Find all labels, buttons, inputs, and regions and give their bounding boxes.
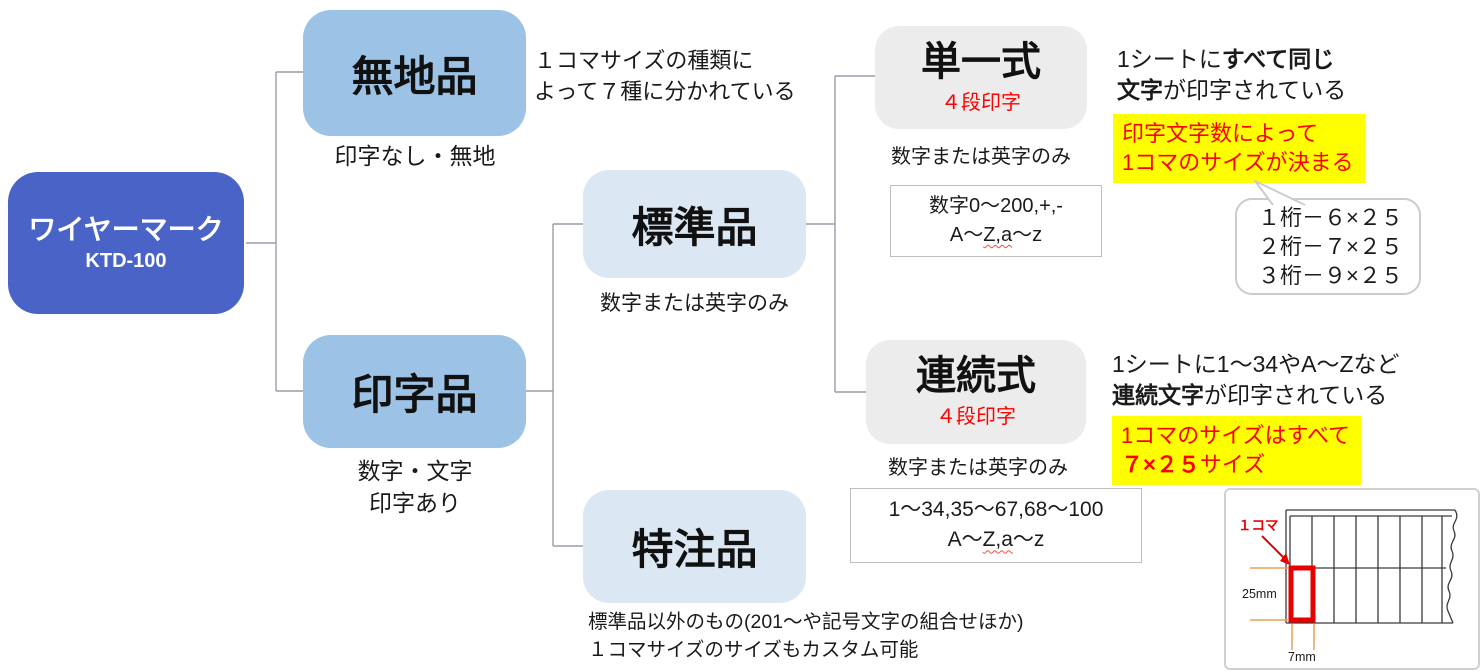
printed-caption: 数字・文字 印字あり — [357, 458, 473, 517]
node-single-label: 単一式 — [921, 39, 1041, 84]
custom-caption: 標準品以外のもの(201～や記号文字の組合せほか) １コマサイズのサイズもカスタ… — [588, 611, 1024, 662]
node-continuous-sublabel: ４段印字 — [936, 406, 1016, 428]
node-printed-product: 印字品 — [303, 335, 526, 448]
koma-arrow — [1261, 535, 1285, 559]
node-single-type: 単一式 ４段印字 — [875, 26, 1087, 129]
node-wiremark-root: ワイヤーマーク KTD-100 — [8, 172, 244, 314]
node-printed-label: 印字品 — [351, 371, 478, 418]
width-label: 7mm — [1288, 650, 1316, 664]
node-custom-product: 特注品 — [583, 490, 806, 603]
size-line-1: １桁－６×２５ — [1258, 204, 1403, 230]
single-highlight: 印字文字数によって 1コマのサイズが決まる — [1113, 114, 1365, 184]
plain-caption: 印字なし・無地 — [334, 143, 496, 169]
node-single-sublabel: ４段印字 — [941, 91, 1021, 114]
node-custom-label: 特注品 — [631, 526, 758, 573]
plain-note: １コマサイズの種類に よって７種に分かれている — [534, 48, 796, 104]
root-model: KTD-100 — [85, 249, 167, 272]
standard-caption: 数字または英字のみ — [600, 292, 789, 315]
figure-frame — [1224, 488, 1480, 670]
dimension-lines — [1250, 567, 1315, 650]
node-standard-product: 標準品 — [583, 170, 806, 278]
koma-label: １コマ — [1238, 518, 1279, 533]
koma-cell-highlight — [1288, 565, 1316, 623]
root-title: ワイヤーマーク — [28, 214, 224, 246]
node-continuous-label: 連続式 — [916, 354, 1036, 398]
height-label: 25mm — [1242, 587, 1277, 601]
continuous-charset-box: 1～34,35～67,68～100 A～Z,a～z — [850, 488, 1142, 563]
continuous-highlight: 1コマのサイズはすべて ７×２５サイズ — [1112, 416, 1362, 486]
node-standard-label: 標準品 — [631, 203, 758, 251]
single-caption: 数字または英字のみ — [891, 146, 1071, 168]
sheet-dimension-figure: １コマ 25mm 7mm — [1224, 488, 1480, 670]
size-callout-bubble: １桁－６×２５ ２桁－７×２５ ３桁－９×２５ — [1235, 198, 1421, 295]
node-plain-product: 無地品 — [303, 10, 526, 136]
bubble-tail — [1254, 180, 1306, 206]
node-continuous-type: 連続式 ４段印字 — [866, 340, 1086, 444]
node-plain-label: 無地品 — [351, 52, 478, 100]
continuous-caption: 数字または英字のみ — [888, 457, 1068, 479]
size-line-3: ３桁－９×２５ — [1258, 263, 1403, 289]
single-charset-box: 数字0～200,+,- A～Z,a～z — [890, 185, 1102, 257]
size-line-2: ２桁－７×２５ — [1258, 233, 1403, 259]
koma-arrowhead — [1280, 553, 1290, 565]
continuous-note: 1シートに1～34やA～Zなど 連続文字が印字されている — [1112, 351, 1400, 409]
single-note: 1シートにすべて同じ 文字が印字されている — [1117, 46, 1347, 104]
